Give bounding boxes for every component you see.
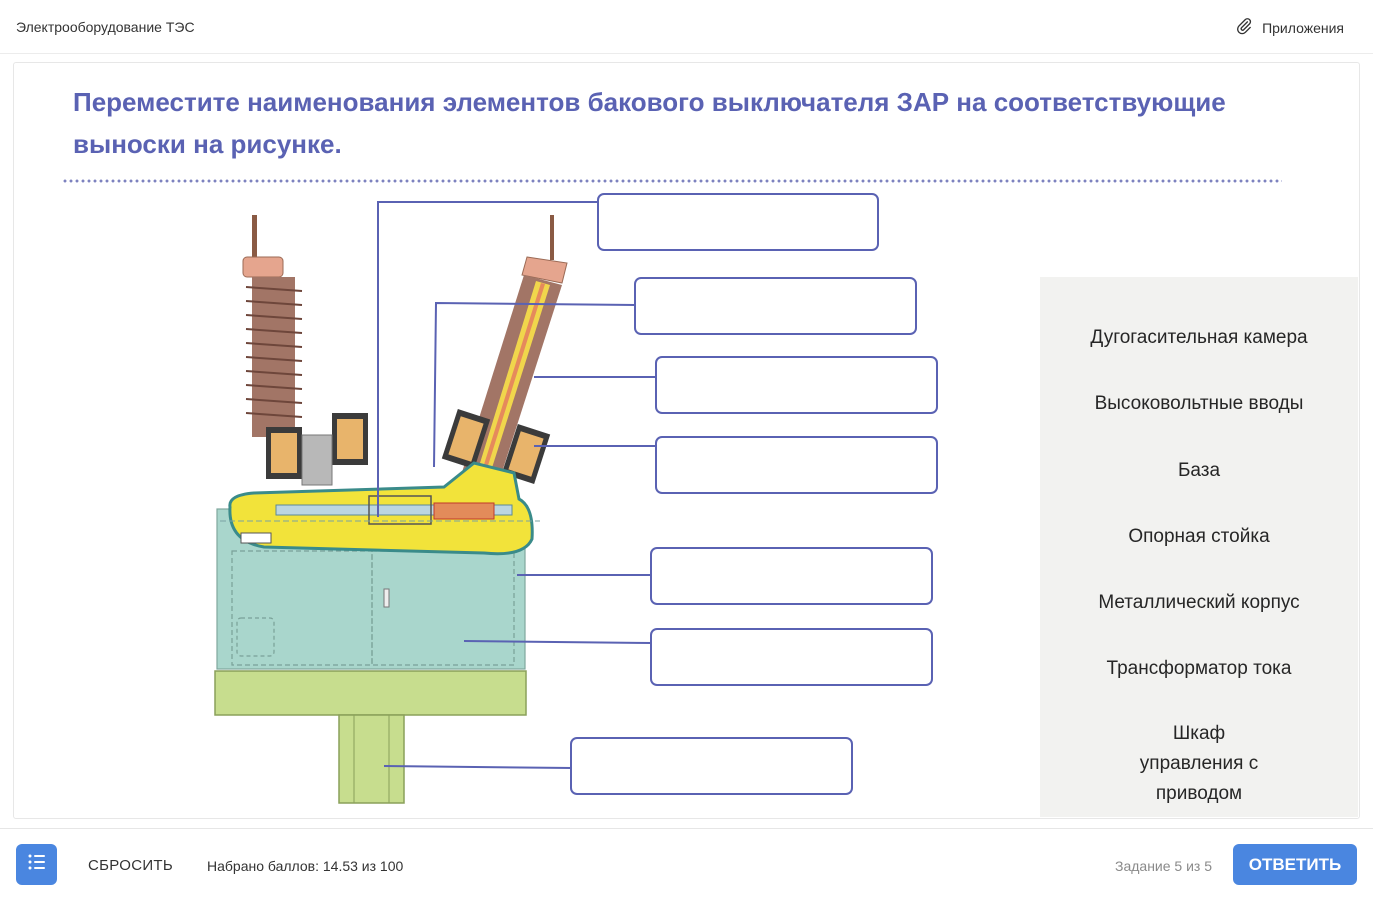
attachments-button[interactable]: Приложения [1235,17,1344,38]
answer-button[interactable]: ОТВЕТИТЬ [1233,844,1357,885]
term-base[interactable]: База [1177,460,1221,481]
question-text: Переместите наименования элементов баков… [73,87,1226,159]
course-title: Электрооборудование ТЭС [16,19,195,35]
drop-zone-6[interactable] [650,628,933,686]
drop-zone-7[interactable] [570,737,853,795]
score-text: Набрано баллов: 14.53 из 100 [207,858,404,874]
term-current-transformer[interactable]: Трансформатор тока [1106,658,1292,679]
drop-zone-4[interactable] [655,436,938,494]
top-bar: Электрооборудование ТЭС Приложения [0,0,1373,54]
dotted-divider [62,179,1282,183]
term-hv-bushings[interactable]: Высоковольтные вводы [1094,393,1304,414]
drop-zone-5[interactable] [650,547,933,605]
task-counter: Задание 5 из 5 [1115,858,1213,874]
drop-zone-2[interactable] [634,277,917,335]
question-card: Переместите наименования элементов баков… [13,62,1360,819]
reset-button[interactable]: СБРОСИТЬ [88,857,174,874]
circuit-breaker-diagram [214,201,657,804]
drop-zone-3[interactable] [655,356,938,414]
term-support-stand[interactable]: Опорная стойка [1128,526,1270,547]
attachments-label: Приложения [1262,19,1344,36]
bottom-bar: СБРОСИТЬ Набрано баллов: 14.53 из 100 За… [0,828,1373,900]
paperclip-icon [1235,17,1253,38]
term-arc-chamber[interactable]: Дугогасительная камера [1090,327,1308,348]
answer-bank: Дугогасительная камера Высоковольтные вв… [1040,277,1358,817]
term-metal-housing[interactable]: Металлический корпус [1098,592,1300,613]
drop-zone-1[interactable] [597,193,879,251]
list-icon [28,854,46,875]
menu-button[interactable] [16,844,57,885]
term-control-cabinet[interactable]: Шкаф управления с приводом [1139,723,1259,804]
